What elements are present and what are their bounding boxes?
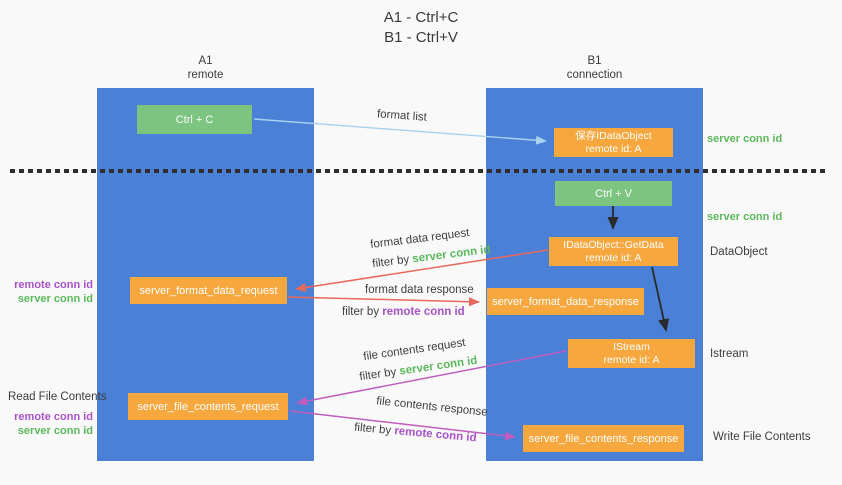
server-format-data-request-box: server_format_data_request bbox=[130, 277, 287, 304]
filter-by-text: filter by bbox=[353, 421, 392, 437]
server-conn-id-annotation-mid: server conn id bbox=[707, 211, 783, 223]
server-file-contents-request-label: server_file_contents_request bbox=[137, 400, 279, 413]
server-conn-id-annotation: server conn id bbox=[17, 293, 93, 305]
getdata-line2: remote id: A bbox=[585, 251, 642, 264]
dataobject-annotation: DataObject bbox=[710, 246, 768, 258]
server-format-data-response-box: server_format_data_response bbox=[487, 288, 644, 315]
server-file-contents-request-box: server_file_contents_request bbox=[128, 393, 288, 420]
getdata-box: IDataObject::GetData remote id: A bbox=[549, 237, 678, 266]
file-contents-response-filter-label: filter by remote conn id bbox=[354, 422, 477, 445]
file-contents-response-label: file contents response bbox=[375, 395, 489, 419]
server-format-data-request-label: server_format_data_request bbox=[139, 284, 278, 297]
format-data-response-arrow bbox=[287, 296, 480, 307]
istream-box: IStream remote id: A bbox=[568, 339, 695, 368]
conn-id-pair-format: remote conn id server conn id bbox=[0, 278, 93, 306]
lifeline-a1-role: remote bbox=[187, 69, 224, 81]
remote-conn-id-annotation: remote conn id bbox=[14, 279, 93, 291]
write-file-contents-annotation: Write File Contents bbox=[713, 431, 811, 443]
lifeline-header-a1: A1 remote bbox=[97, 54, 314, 82]
filter-by-text: filter by bbox=[342, 306, 380, 318]
ctrl-v-box: Ctrl + V bbox=[555, 181, 672, 206]
server-conn-id-text: server conn id bbox=[398, 354, 479, 378]
title-line-b1: B1 - Ctrl+V bbox=[384, 29, 458, 46]
lifeline-header-b1: B1 connection bbox=[486, 54, 703, 82]
server-conn-id-text: server conn id bbox=[411, 243, 492, 266]
format-data-response-filter-label: filter by remote conn id bbox=[342, 306, 465, 318]
ctrl-v-label: Ctrl + V bbox=[595, 187, 632, 200]
server-file-contents-response-box: server_file_contents_response bbox=[523, 425, 684, 452]
phase-separator-dotted-line bbox=[10, 169, 828, 173]
lifeline-b1-name: B1 bbox=[587, 55, 602, 67]
ctrl-c-box: Ctrl + C bbox=[137, 105, 252, 134]
save-idataobject-line2: remote id: A bbox=[585, 142, 642, 155]
server-conn-id-annotation: server conn id bbox=[17, 425, 93, 437]
remote-conn-id-annotation: remote conn id bbox=[14, 411, 93, 423]
remote-conn-id-text: remote conn id bbox=[393, 425, 478, 445]
server-format-data-response-label: server_format_data_response bbox=[492, 295, 639, 308]
save-idataobject-line1: 保存IDataObject bbox=[575, 129, 652, 142]
lifeline-b1-role: connection bbox=[566, 69, 623, 81]
save-idataobject-box: 保存IDataObject remote id: A bbox=[554, 128, 673, 157]
remote-conn-id-text: remote conn id bbox=[382, 306, 465, 318]
conn-id-pair-file: remote conn id server conn id bbox=[0, 410, 93, 438]
format-list-label: format list bbox=[376, 108, 428, 124]
ctrl-c-label: Ctrl + C bbox=[175, 113, 214, 126]
istream-line2: remote id: A bbox=[603, 353, 660, 366]
lifeline-a1-name: A1 bbox=[198, 55, 213, 67]
server-conn-id-annotation-top: server conn id bbox=[707, 133, 783, 145]
getdata-line1: IDataObject::GetData bbox=[563, 238, 664, 251]
format-data-response-label: format data response bbox=[365, 284, 474, 296]
server-file-contents-response-label: server_file_contents_response bbox=[528, 432, 679, 445]
filter-by-text: filter by bbox=[358, 366, 398, 384]
diagram-title: A1 - Ctrl+C B1 - Ctrl+V bbox=[0, 8, 842, 48]
read-file-contents-annotation: Read File Contents bbox=[8, 391, 107, 403]
title-line-a1: A1 - Ctrl+C bbox=[383, 9, 459, 26]
istream-annotation: Istream bbox=[710, 348, 749, 360]
istream-line1: IStream bbox=[613, 340, 650, 353]
filter-by-text: filter by bbox=[371, 253, 410, 271]
